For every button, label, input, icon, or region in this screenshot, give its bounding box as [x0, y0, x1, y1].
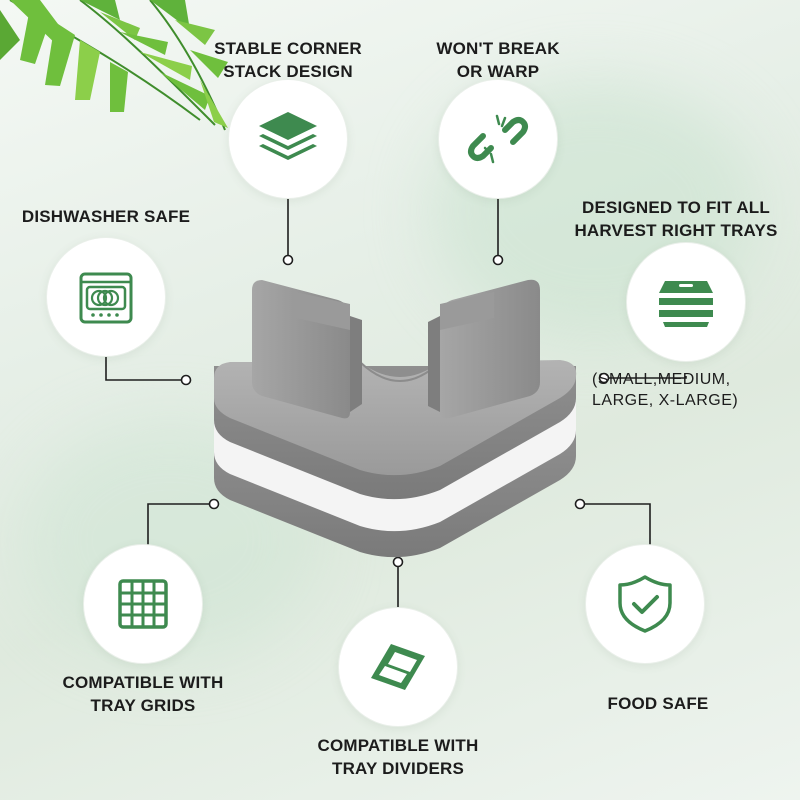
feature-grids-badge — [84, 545, 202, 663]
feature-dishwasher-badge — [47, 238, 165, 356]
dishwasher-icon — [79, 272, 133, 324]
broken-chain-icon — [468, 114, 528, 164]
layers-icon — [259, 112, 317, 160]
feature-warp-badge — [439, 80, 557, 198]
palm-leaves — [0, 0, 228, 131]
feature-stack-badge — [229, 80, 347, 198]
feature-dishwasher-label: DISHWASHER SAFE — [21, 207, 191, 226]
feature-dividers-badge — [339, 608, 457, 726]
shield-check-icon — [618, 575, 672, 633]
trays-icon — [659, 281, 713, 327]
tray-divider-icon — [371, 644, 425, 690]
feature-food-badge — [586, 545, 704, 663]
feature-fit-sizes: (SMALL,MEDIUM,LARGE, X-LARGE) — [592, 371, 739, 409]
feature-food-label: FOOD SAFE — [607, 694, 709, 713]
grid-icon — [118, 579, 168, 629]
feature-fit-badge — [627, 243, 745, 361]
